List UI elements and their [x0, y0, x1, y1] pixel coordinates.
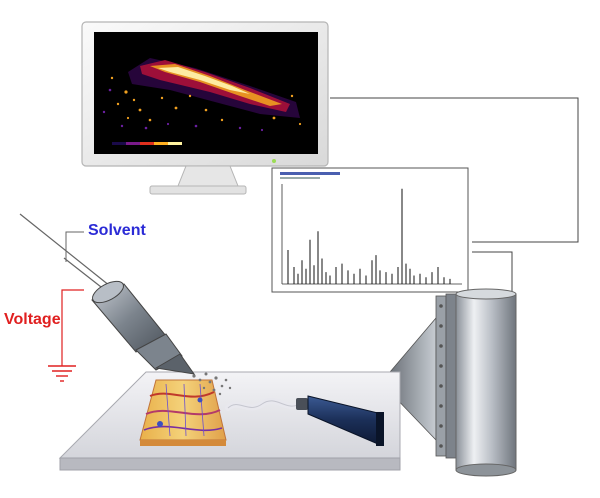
spectrum-peaks [287, 188, 451, 284]
data-cable [330, 97, 579, 295]
solvent-pointer [65, 231, 84, 262]
mass-spectrum-plot [271, 167, 469, 293]
desi-sprayer-icon [19, 213, 196, 375]
sample-tube-icon [225, 395, 384, 446]
ground-symbol-icon [48, 365, 76, 382]
solvent-label: Solvent [88, 222, 146, 239]
voltage-circuit [61, 289, 84, 366]
tissue-section-icon [139, 379, 227, 446]
ms-image-heatmap [102, 58, 302, 132]
voltage-label: Voltage [4, 311, 61, 328]
intensity-colorbar [112, 142, 182, 145]
spray-plume [192, 372, 232, 396]
monitor-icon [81, 21, 329, 195]
